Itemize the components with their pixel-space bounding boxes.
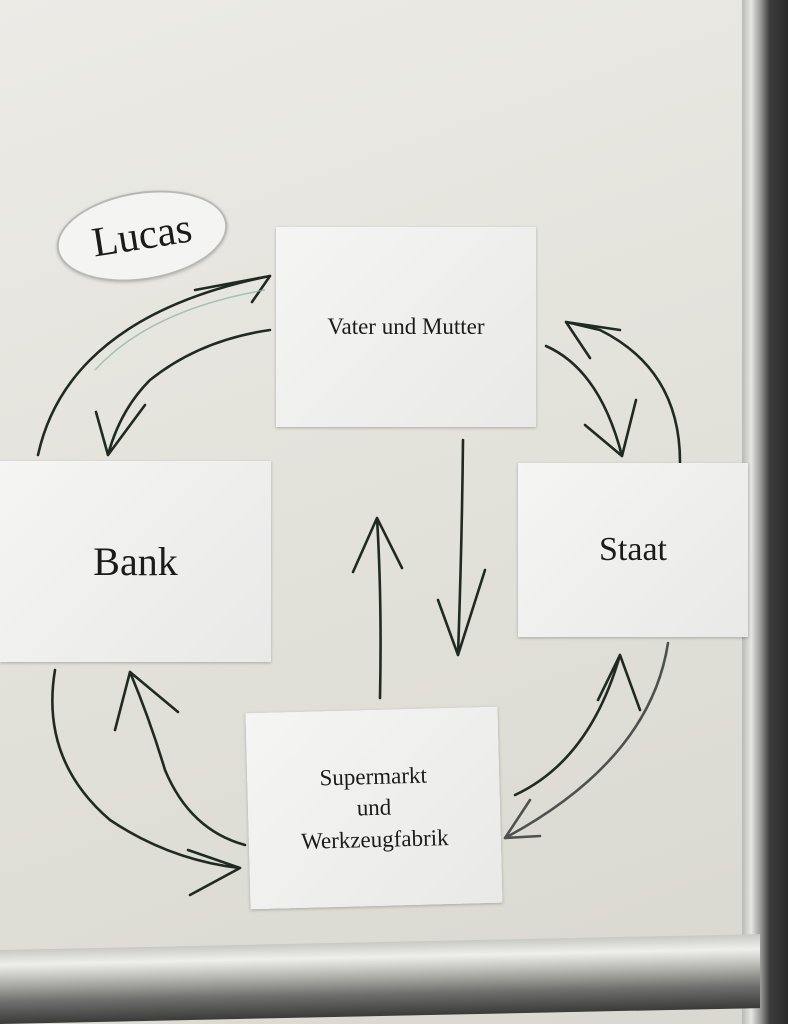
node-label-line2: und [356,795,392,821]
node-label-line3: Werkzeugfabrik [300,824,449,854]
whiteboard-frame-right [742,0,788,1024]
arrow-parents-to-staat [544,344,638,458]
node-business: Supermarkt und Werkzeugfabrik [245,706,503,910]
arrow-parents-to-bank [36,274,272,457]
label-text: Lucas [88,205,196,267]
arrow-bank-to-parents [94,328,272,457]
arrow-business-to-staat [513,653,642,797]
node-state: Staat [518,463,748,637]
arrow-business-to-bank [113,670,247,847]
node-label: Vater und Mutter [327,314,485,339]
arrow-parents-to-business [436,438,487,657]
arrow-shadow-stroke [94,289,266,371]
arrow-staat-to-parents [564,320,682,464]
node-label-line1: Supermarkt [319,763,428,791]
node-label: Bank [93,539,178,584]
node-label: Staat [599,531,667,568]
arrow-staat-to-business [503,641,670,840]
arrow-business-to-parents [351,516,404,700]
arrow-bank-to-business [51,668,242,897]
node-parents: Vater und Mutter [276,227,536,427]
node-bank: Bank [0,461,271,662]
